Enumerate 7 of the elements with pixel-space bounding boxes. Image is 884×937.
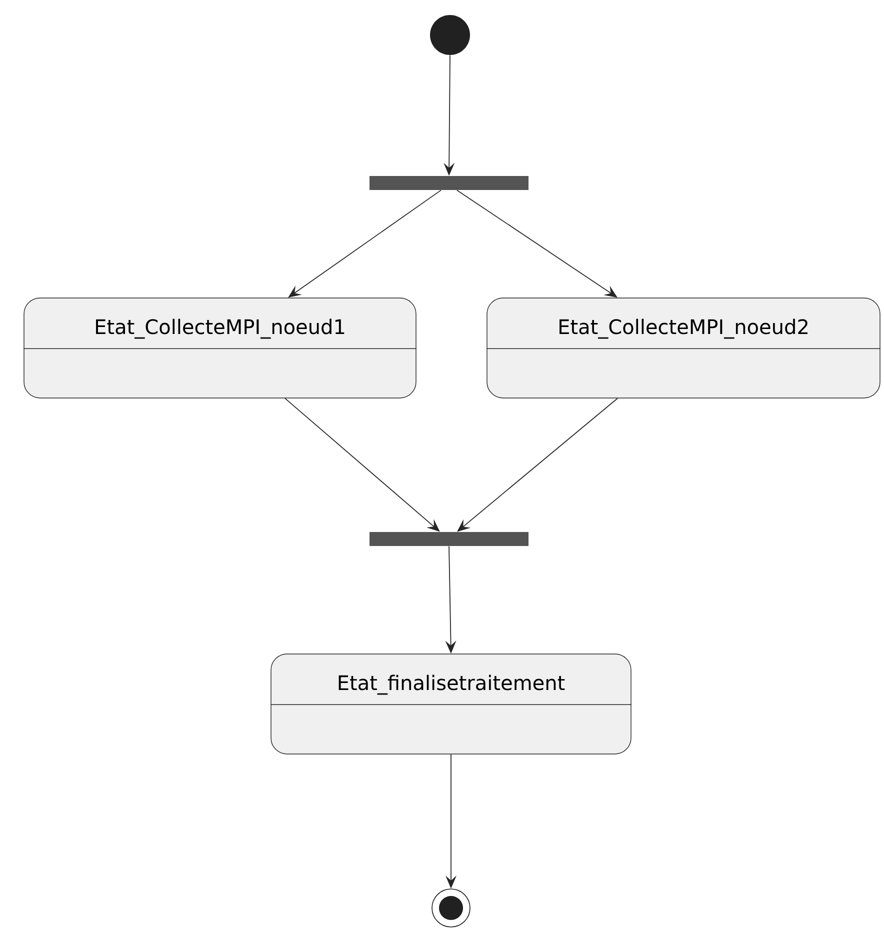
state-box: Etat_CollecteMPI_noeud1 (23, 298, 417, 398)
sync-bar (370, 176, 528, 190)
sync-bar (370, 532, 528, 546)
state-box: Etat_CollecteMPI_noeud2 (486, 298, 881, 398)
start-dot (430, 15, 470, 55)
state-box: Etat_finalisetraitement (270, 654, 632, 754)
end-point (432, 888, 470, 928)
